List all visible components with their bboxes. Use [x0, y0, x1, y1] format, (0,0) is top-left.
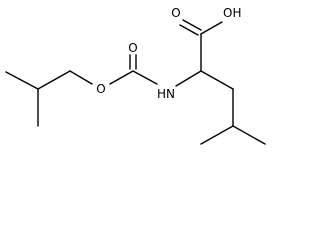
bond-methyl-top-left [5, 71, 39, 90]
bond-carboxyl-o-a [179, 24, 199, 36]
bond-nh-alpha [175, 70, 202, 87]
atom-label-ester-oxygen: O [96, 82, 105, 96]
atom-label-carboxyl-hydroxyl: OH [223, 6, 241, 20]
bond-carbonyl-nh [132, 70, 158, 85]
bond-ester-o-carbonyl [109, 70, 134, 85]
bond-ch2-ester-o [69, 70, 93, 85]
structure-canvas: OH O O O HN [5, 6, 266, 145]
structure-svg: OH O O O HN [5, 6, 266, 145]
bond-isobutyl-ch-ch2 [37, 70, 71, 90]
bond-carboxyl-o-b [182, 19, 202, 31]
bond-carboxyl-oh [200, 21, 223, 35]
atom-label-amine: HN [157, 87, 175, 101]
atom-label-carboxyl-oxygen: O [171, 6, 180, 20]
atom-label-carbamate-oxygen: O [128, 41, 137, 55]
bond-alpha-ch2 [200, 70, 234, 90]
bond-ch-methyl-left [200, 125, 234, 145]
bond-ch-methyl-right [232, 125, 266, 145]
